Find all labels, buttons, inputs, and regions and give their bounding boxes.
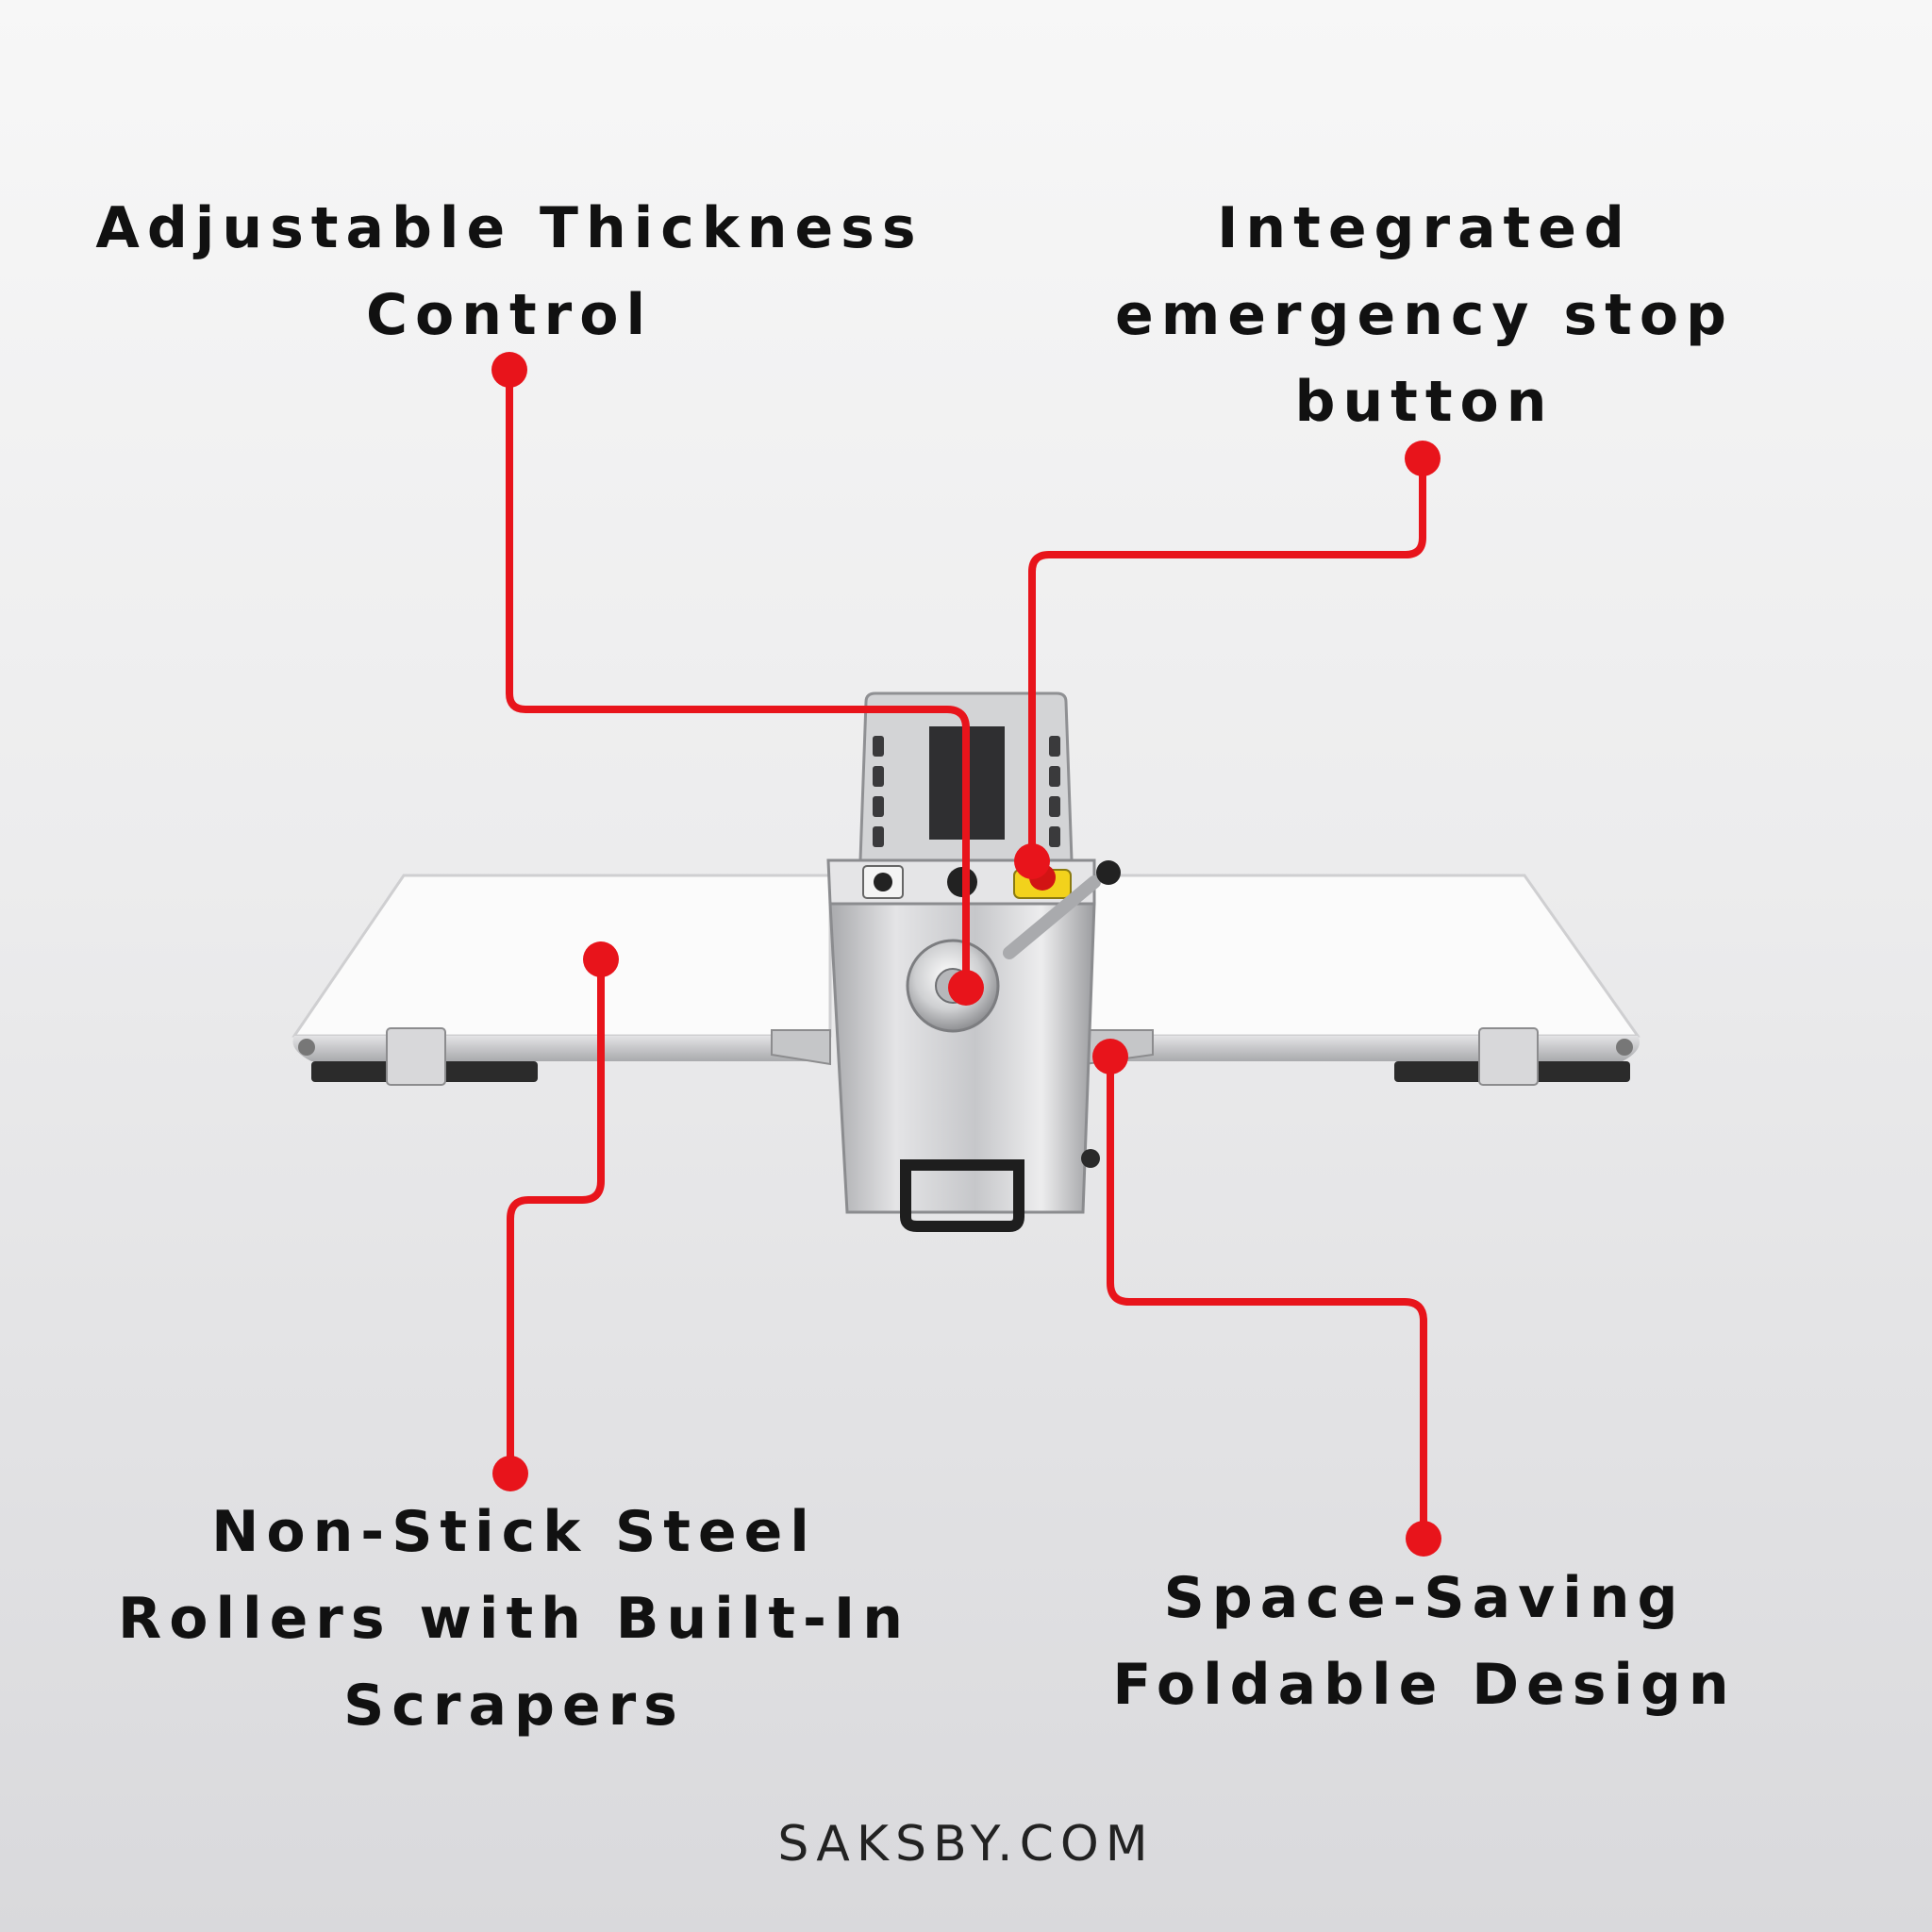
callout-foldable-label: Space-Saving Foldable Design	[1047, 1555, 1802, 1728]
dot-rollers-belt	[583, 941, 619, 977]
callout-line: Control	[365, 282, 654, 348]
leader-foldable-line	[1107, 1057, 1427, 1539]
callout-line: Foldable Design	[1112, 1652, 1737, 1718]
dot-estop-button	[1014, 843, 1050, 879]
leader-estop-line	[1028, 458, 1426, 861]
callout-line: Non-Stick Steel	[211, 1499, 817, 1565]
callout-dots	[491, 352, 1441, 1557]
callout-line: Rollers with Built-In	[118, 1586, 910, 1652]
dot-rollers-bottom	[492, 1456, 528, 1491]
callout-leaders	[506, 370, 1427, 1539]
dot-thickness-knob	[948, 970, 984, 1006]
left-conveyor-table	[291, 874, 832, 1086]
callout-thickness-label: Adjustable Thickness Control	[57, 185, 962, 358]
leader-thickness-line	[506, 370, 970, 986]
callout-line: Scrapers	[343, 1673, 685, 1739]
callout-line: Adjustable Thickness	[95, 195, 924, 261]
right-conveyor-table	[1074, 874, 1641, 1086]
callout-estop-label: Integrated emergency stop button	[1047, 185, 1802, 445]
dot-estop-top	[1405, 441, 1441, 476]
callout-line: button	[1294, 369, 1555, 435]
dot-foldable-hinge	[1092, 1039, 1128, 1074]
callout-rollers-label: Non-Stick Steel Rollers with Built-In Sc…	[57, 1489, 972, 1749]
leader-rollers-line	[507, 959, 605, 1474]
callout-line: Integrated	[1217, 195, 1632, 261]
machine-body	[826, 691, 1121, 1232]
callout-line: emergency stop	[1115, 282, 1734, 348]
dot-foldable-bottom	[1406, 1521, 1441, 1557]
dot-thickness-top	[491, 352, 527, 388]
callout-line: Space-Saving	[1163, 1565, 1686, 1631]
footer-website: SAKSBY.COM	[777, 1816, 1155, 1873]
